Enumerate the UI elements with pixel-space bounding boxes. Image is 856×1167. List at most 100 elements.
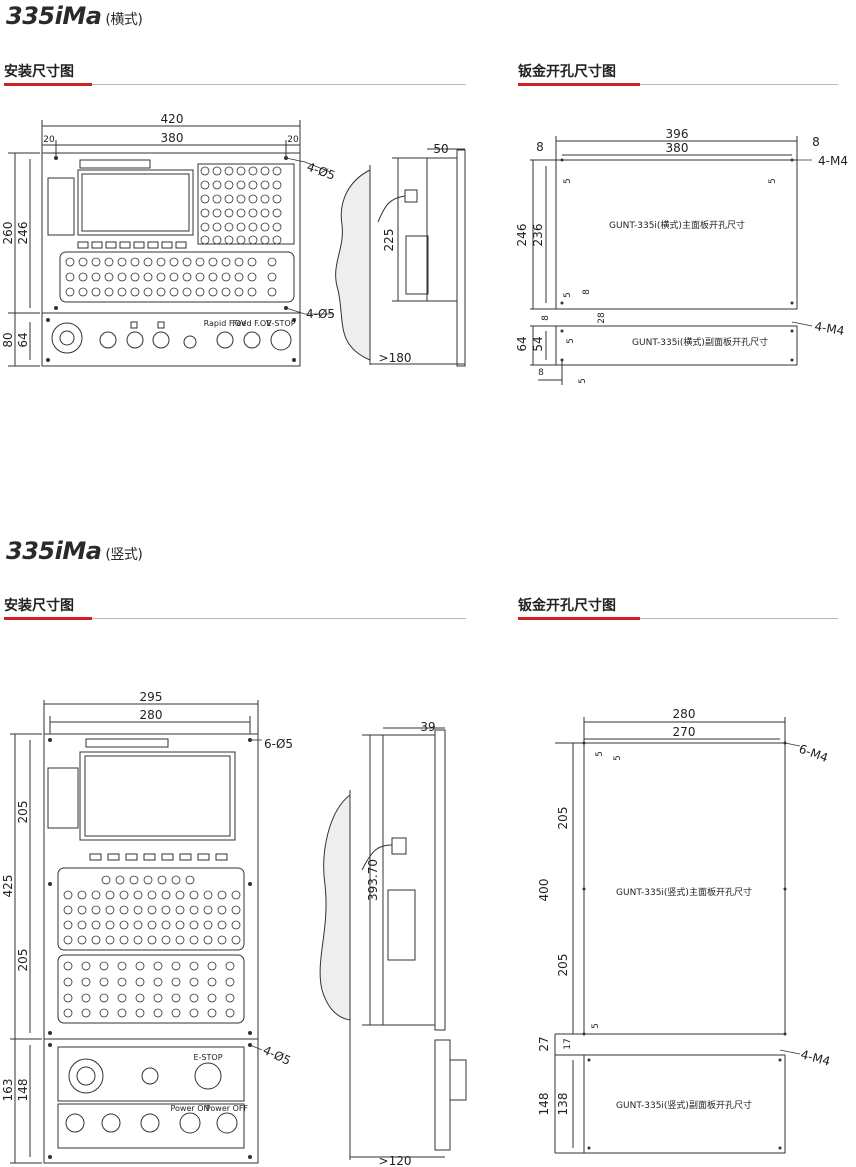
cut-28: 28 (597, 312, 607, 324)
cut-8-left: 8 (536, 140, 544, 154)
hole-callout-top-v: 6-Ø5 (264, 737, 293, 751)
key-grid-upper (200, 166, 282, 245)
cut-8c: 8 (582, 289, 592, 295)
knob-label-estop: E-STOP (266, 319, 295, 328)
cut-5d: 5 (566, 338, 576, 344)
cut-5c: 5 (563, 292, 573, 298)
cut-5b-v: 5 (613, 755, 623, 761)
install-rule-v (4, 618, 466, 619)
cutout-title-vertical: 钣金开孔尺寸图 (518, 598, 616, 614)
cutout-rule-v (518, 618, 838, 619)
model-title-vertical: 335iMa(竖式) (6, 537, 143, 565)
cut-tap-top-v: 6-M4 (797, 742, 830, 765)
dim-20-right: 20 (287, 135, 299, 145)
cut-396: 396 (666, 127, 689, 141)
cut-8-right: 8 (812, 135, 820, 149)
cut-8d: 8 (541, 315, 551, 321)
dim-148: 148 (16, 1079, 30, 1102)
cut-205-b-v: 205 (556, 954, 570, 977)
install-rule (4, 84, 466, 85)
dim-163: 163 (1, 1079, 15, 1102)
install-title-horizontal: 安装尺寸图 (4, 64, 74, 80)
knob-label-rapid: Rapid F.OV (204, 319, 247, 328)
softkey-row-v (89, 853, 228, 861)
dim-420: 420 (161, 112, 184, 126)
hole-callout-bottom-v: 4-Ø5 (261, 1043, 293, 1068)
dim-50: 50 (433, 142, 448, 156)
dim-295: 295 (140, 690, 163, 704)
dim-246: 246 (16, 222, 30, 245)
cut-27-v: 27 (537, 1036, 551, 1051)
cut-205-a-v: 205 (556, 807, 570, 830)
cut-64: 64 (515, 336, 529, 351)
dim-39: 39 (420, 720, 435, 734)
cut-17-v: 17 (563, 1038, 573, 1049)
dim-205-b: 205 (16, 949, 30, 972)
operator-panel-knobs-v (65, 1058, 238, 1134)
model-number-v: 335 (6, 537, 55, 565)
cut-148-v: 148 (537, 1093, 551, 1116)
sub-panel-cutout-label: GUNT-335i(横式)副面板开孔尺寸 (632, 336, 768, 348)
dim-280: 280 (140, 708, 163, 722)
dim-205-a: 205 (16, 801, 30, 824)
model-suffix-v: Ma (62, 537, 102, 565)
mount-holes-v (48, 738, 252, 1159)
cut-tap-bottom-v: 4-M4 (799, 1047, 832, 1068)
cutout-drawing-vertical (554, 717, 786, 1154)
model-orientation: (横式) (105, 12, 143, 28)
cut-5a-v: 5 (595, 751, 605, 757)
cut-5b: 5 (768, 178, 778, 184)
model-number: 335 (6, 2, 55, 30)
dim-393-70: 393.70 (366, 859, 380, 901)
key-grid-lower-v (63, 961, 235, 1018)
cutout-title-horizontal: 钣金开孔尺寸图 (518, 64, 616, 80)
dim-425: 425 (1, 875, 15, 898)
install-title-vertical: 安装尺寸图 (4, 598, 74, 614)
cut-54: 54 (531, 336, 545, 351)
cut-5e: 5 (578, 378, 588, 384)
cut-400-v: 400 (537, 879, 551, 902)
model-i: i (54, 2, 63, 30)
install-accent-v (4, 617, 92, 620)
cut-280-v: 280 (673, 707, 696, 721)
cut-5a: 5 (563, 178, 573, 184)
cut-tap-top: 4-M4 (818, 154, 848, 168)
install-drawing-horizontal: 420 380 20 20 260 246 80 64 4-Ø5 4-Ø5 Ra… (1, 112, 848, 385)
cutout-accent (518, 83, 640, 86)
dim-64: 64 (16, 332, 30, 347)
softkey-row (77, 241, 187, 249)
knob-label-power-off: Power OFF (206, 1104, 249, 1113)
side-view-vertical (319, 727, 467, 1160)
cut-138-v: 138 (556, 1093, 570, 1116)
key-grid-lower (65, 257, 277, 297)
dim-260: 260 (1, 222, 15, 245)
knob-label-estop-v: E-STOP (193, 1053, 222, 1062)
main-panel-cutout-label-v: GUNT-335i(竖式)主面板开孔尺寸 (616, 886, 752, 898)
model-suffix: Ma (62, 2, 102, 30)
cutout-rule (518, 84, 838, 85)
cutout-drawing-horizontal (530, 136, 798, 385)
cut-270-v: 270 (673, 725, 696, 739)
knob-label-power-on: Power ON (170, 1104, 209, 1113)
cut-246: 246 (515, 224, 529, 247)
dim-225: 225 (382, 229, 396, 252)
install-accent (4, 83, 92, 86)
knob-label-feed: Feed F.OV (232, 319, 272, 328)
dim-gt180: >180 (379, 351, 412, 365)
dim-20-left: 20 (43, 135, 55, 145)
cut-8e: 8 (538, 368, 544, 378)
cut-380: 380 (666, 141, 689, 155)
model-orientation-v: (竖式) (105, 547, 143, 563)
dim-gt120: >120 (379, 1154, 412, 1167)
side-view-horizontal (335, 148, 466, 367)
cutout-taps (560, 158, 794, 362)
cut-236: 236 (531, 224, 545, 247)
cutout-accent-v (518, 617, 640, 620)
main-panel-cutout-label: GUNT-335i(横式)主面板开孔尺寸 (609, 219, 745, 231)
cut-5c-v: 5 (591, 1023, 601, 1029)
hole-callout-bottom: 4-Ø5 (306, 307, 335, 321)
dim-380: 380 (161, 131, 184, 145)
model-i-v: i (54, 537, 63, 565)
key-grid-upper-v (63, 875, 241, 945)
